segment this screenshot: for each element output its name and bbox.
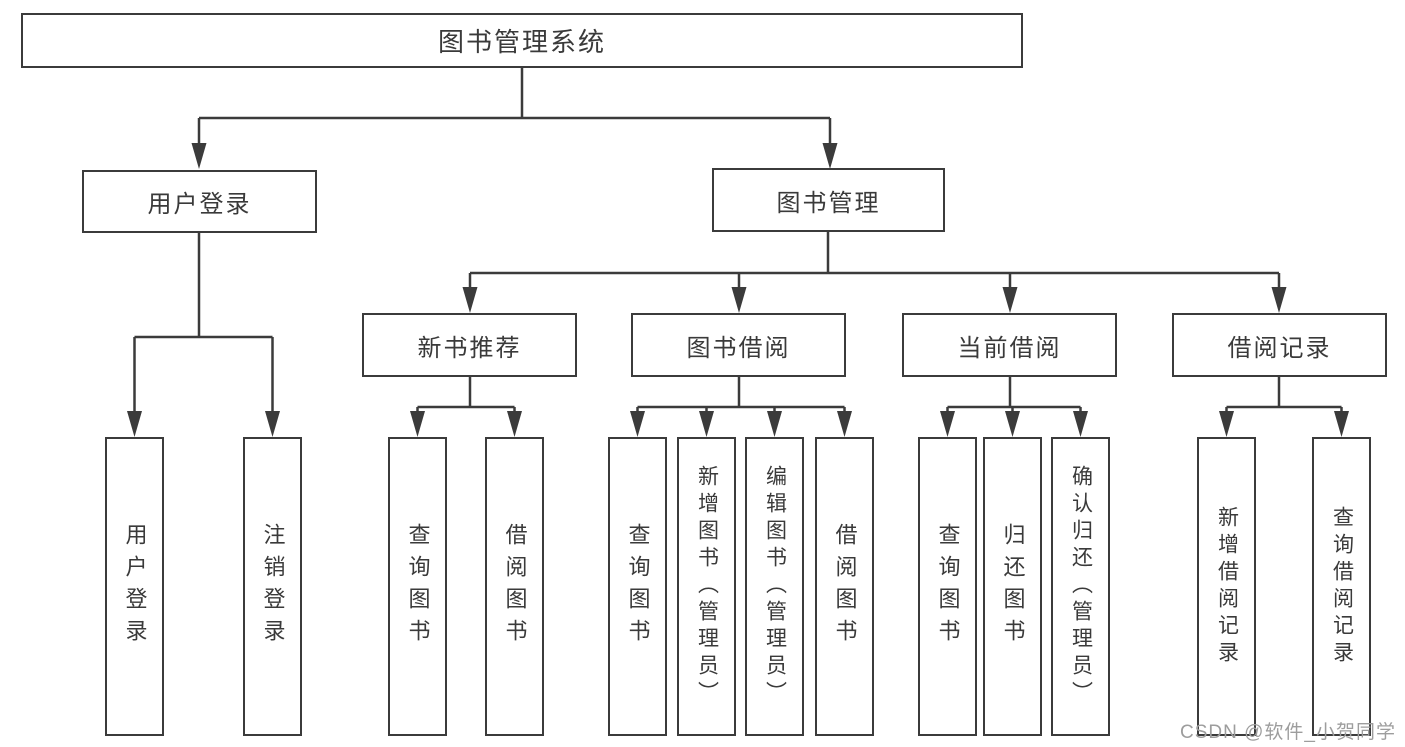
leaf-logout: 注销登录 (243, 437, 302, 736)
leaf-borrow-books: 借阅图书 (815, 437, 874, 736)
arrowheads (127, 143, 1349, 437)
node-user-login: 用户登录 (82, 170, 317, 233)
node-new-book-recommend: 新书推荐 (362, 313, 577, 377)
leaf-query-books-borrow: 查询图书 (608, 437, 667, 736)
node-book-borrow: 图书借阅 (631, 313, 846, 377)
leaf-query-books-recommend: 查询图书 (388, 437, 447, 736)
leaf-edit-book-admin: 编辑图书（管理员） (745, 437, 804, 736)
leaf-return-book: 归还图书 (983, 437, 1042, 736)
node-current-borrow: 当前借阅 (902, 313, 1117, 377)
watermark: CSDN @软件_小贺同学 (1180, 722, 1396, 743)
node-book-management: 图书管理 (712, 168, 945, 232)
leaf-query-borrow-record: 查询借阅记录 (1312, 437, 1371, 736)
leaf-borrow-books-recommend: 借阅图书 (485, 437, 544, 736)
node-borrow-records: 借阅记录 (1172, 313, 1387, 377)
leaf-query-books-current: 查询图书 (918, 437, 977, 736)
leaf-add-book-admin: 新增图书（管理员） (677, 437, 736, 736)
leaf-user-login: 用户登录 (105, 437, 164, 736)
node-library-system: 图书管理系统 (21, 13, 1023, 68)
leaf-add-borrow-record: 新增借阅记录 (1197, 437, 1256, 736)
leaf-confirm-return-admin: 确认归还（管理员） (1051, 437, 1110, 736)
